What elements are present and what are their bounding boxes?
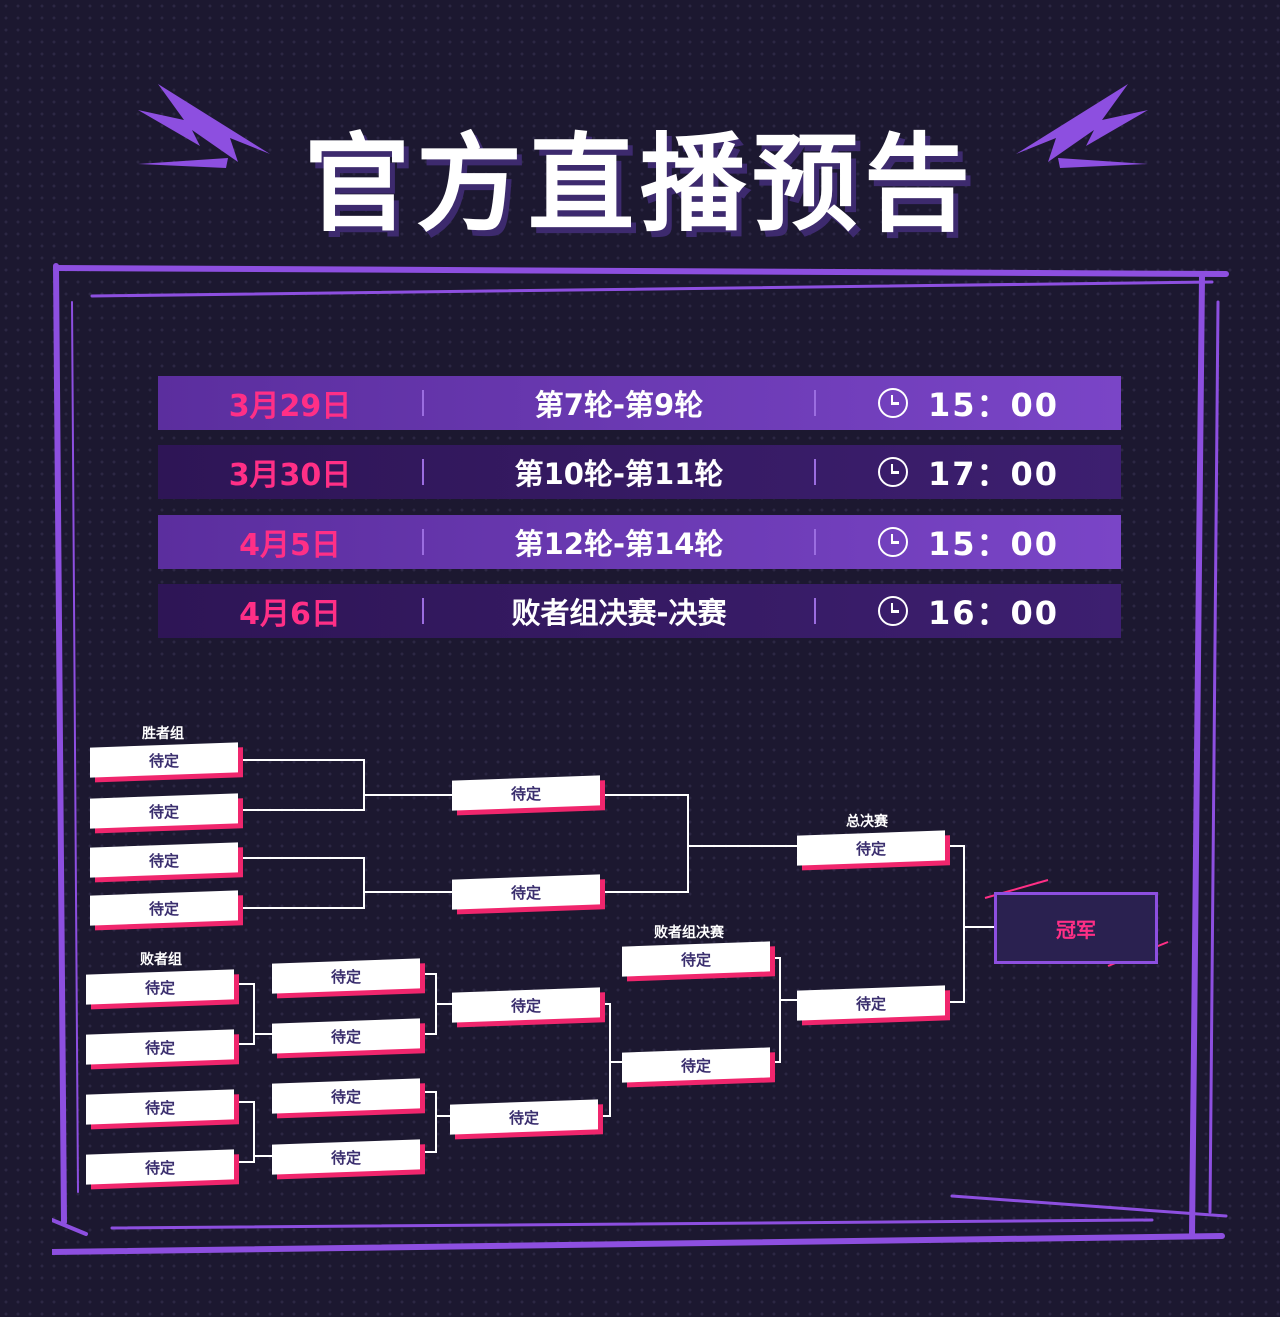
slot-label: 待定 [144, 1098, 175, 1117]
slot-label: 待定 [510, 784, 541, 803]
schedule-round: 第7轮-第9轮 [534, 388, 704, 422]
divider [814, 459, 816, 485]
schedule-round: 第12轮-第14轮 [514, 527, 724, 561]
slot-label: 待定 [144, 978, 175, 997]
bracket-slot: 待定 [272, 1078, 420, 1114]
bracket-slot: 待定 [90, 842, 238, 878]
bracket-slot: 待定 [90, 890, 238, 926]
schedule-date: 3月30日 [228, 458, 352, 493]
slot-label: 待定 [148, 851, 179, 870]
clock-icon [877, 457, 908, 487]
bracket-slot: 待定 [86, 969, 234, 1005]
slot-label: 待定 [148, 802, 179, 821]
slot-label: 待定 [680, 1056, 711, 1075]
losers-group-label: 败者组 [140, 952, 182, 968]
schedule-round: 第10轮-第11轮 [514, 457, 724, 491]
page-title: 官方直播预告 [304, 123, 976, 246]
bracket-slot: 待定 [797, 985, 945, 1021]
divider [814, 598, 816, 624]
schedule-round: 败者组决赛-决赛 [511, 596, 727, 630]
schedule-row: 4月5日 第12轮-第14轮 15：00 [158, 515, 1121, 569]
champion-box: 冠军 [994, 892, 1158, 964]
bracket-slot: 待定 [452, 874, 600, 910]
bracket-slot: 待定 [622, 1047, 770, 1083]
slot-label: 待定 [680, 950, 711, 969]
clock-icon [877, 527, 908, 557]
slot-label: 待定 [330, 967, 361, 986]
schedule-time: 15：00 [927, 386, 1060, 424]
clock-icon [877, 596, 908, 626]
slot-label: 待定 [330, 1148, 361, 1167]
losers-final-label: 败者组决赛 [654, 925, 724, 941]
schedule-date: 3月29日 [228, 389, 352, 424]
divider [422, 390, 424, 416]
bracket-slot: 待定 [272, 958, 420, 994]
schedule-row: 4月6日 败者组决赛-决赛 16：00 [158, 584, 1121, 638]
slot-label: 待定 [330, 1087, 361, 1106]
slot-label: 待定 [148, 899, 179, 918]
champion-label: 冠军 [1056, 917, 1096, 942]
bracket-slot: 待定 [90, 793, 238, 829]
bracket-slot: 待定 [797, 830, 945, 866]
bracket-slot: 待定 [86, 1029, 234, 1065]
slot-label: 待定 [510, 996, 541, 1015]
divider [422, 459, 424, 485]
bracket-slot: 待定 [452, 987, 600, 1023]
schedule-time: 15：00 [927, 525, 1060, 563]
slot-label: 待定 [144, 1038, 175, 1057]
divider [814, 390, 816, 416]
schedule-frame [52, 263, 1229, 1255]
schedule-row: 3月29日 第7轮-第9轮 15：00 [158, 376, 1121, 430]
bracket-slot: 待定 [86, 1149, 234, 1185]
bracket-slot: 待定 [622, 941, 770, 977]
divider [422, 529, 424, 555]
bracket-slot: 待定 [86, 1089, 234, 1125]
schedule-time: 17：00 [927, 455, 1060, 493]
lightning-right-icon [1016, 84, 1148, 168]
schedule-date: 4月5日 [239, 528, 341, 563]
slot-label: 待定 [144, 1158, 175, 1177]
schedule-time: 16：00 [927, 594, 1060, 632]
divider [814, 529, 816, 555]
divider [422, 598, 424, 624]
slot-label: 待定 [510, 883, 541, 902]
title-area: 官方直播预告 [0, 80, 1280, 246]
bracket-slot: 待定 [452, 775, 600, 811]
bracket-slot: 待定 [450, 1099, 598, 1135]
slot-label: 待定 [148, 751, 179, 770]
slot-label: 待定 [855, 994, 886, 1013]
slot-label: 待定 [855, 839, 886, 858]
grand-final-label: 总决赛 [846, 814, 888, 830]
slot-label: 待定 [330, 1027, 361, 1046]
winners-group-label: 胜者组 [142, 726, 184, 742]
lightning-left-icon [138, 84, 270, 168]
bracket-slot: 待定 [272, 1018, 420, 1054]
schedule-row: 3月30日 第10轮-第11轮 17：00 [158, 445, 1121, 499]
clock-icon [877, 388, 908, 418]
bracket-slot: 待定 [272, 1139, 420, 1175]
slot-label: 待定 [508, 1108, 539, 1127]
schedule-date: 4月6日 [239, 597, 341, 632]
bracket-slot: 待定 [90, 742, 238, 778]
